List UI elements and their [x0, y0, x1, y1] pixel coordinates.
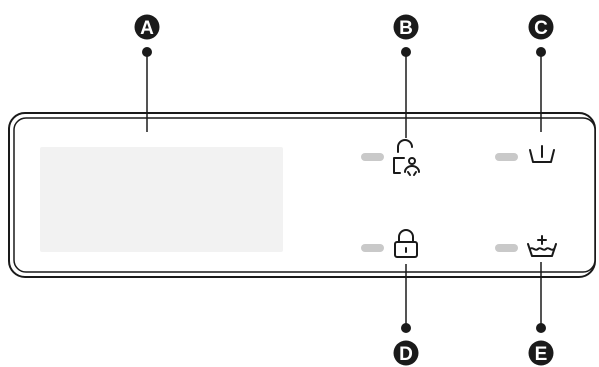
leader-dots: [142, 47, 546, 333]
child-lock-icon: [393, 139, 420, 176]
leader-lines: [146, 52, 542, 328]
dot-b: [401, 47, 411, 57]
water-tank-icon: [529, 145, 555, 163]
dot-c: [536, 47, 546, 57]
led-c: [495, 153, 518, 161]
callout-c-label: C: [534, 18, 548, 39]
callout-a-label: A: [140, 18, 154, 39]
dot-e: [536, 323, 546, 333]
dot-a: [142, 47, 152, 57]
display-screen: [40, 147, 283, 252]
callout-b: B: [393, 14, 419, 40]
callout-a: A: [134, 14, 160, 40]
led-b: [361, 153, 384, 161]
callout-e-label: E: [535, 344, 548, 365]
callout-c: C: [528, 14, 554, 40]
callout-d: D: [393, 340, 419, 366]
padlock-icon: [394, 229, 418, 258]
callout-d-label: D: [399, 344, 413, 365]
callout-e: E: [528, 340, 554, 366]
dot-d: [401, 323, 411, 333]
led-d: [361, 244, 384, 252]
extra-rinse-icon: [527, 235, 557, 257]
callout-b-label: B: [399, 18, 413, 39]
led-e: [495, 244, 518, 252]
led-indicators: [361, 153, 518, 252]
